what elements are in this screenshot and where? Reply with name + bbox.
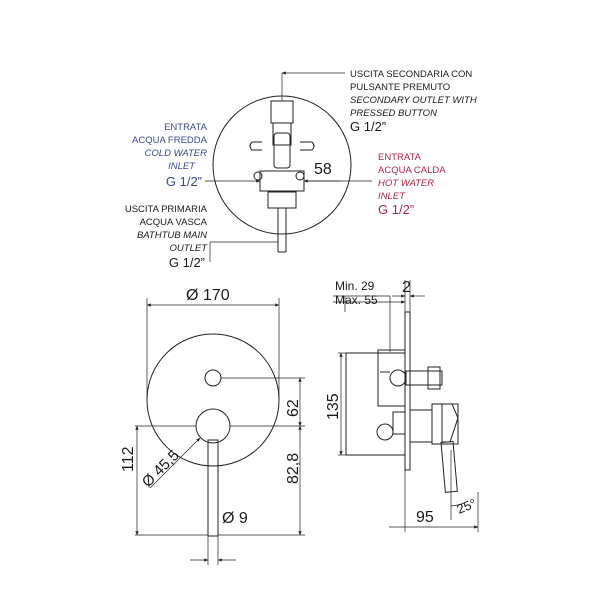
main-outlet-it-1: USCITA PRIMARIA [125, 204, 208, 215]
dim-62: 62 [285, 399, 302, 417]
leader-main-outlet [209, 241, 278, 262]
leader-secondary-outlet [281, 71, 345, 101]
dim-diameter-45-5: Ø 45,5 [139, 447, 183, 491]
dim-95: 95 [416, 509, 434, 526]
cold-inlet-en-2: INLET [168, 161, 196, 172]
valve-body-top [249, 100, 315, 253]
hot-inlet-size: G 1/2” [378, 202, 414, 217]
embedded-body [345, 349, 443, 456]
dim-diameter-170: Ø 170 [186, 287, 230, 304]
diverter-button [204, 369, 222, 387]
dim-112: 112 [120, 446, 137, 472]
handle-side [409, 403, 459, 493]
hot-inlet-it-1: ENTRATA [378, 152, 422, 163]
secondary-outlet-size: G 1/2” [350, 119, 386, 134]
main-outlet-en-1: BATHTUB MAIN [137, 230, 207, 241]
front-view: Ø 170 62 82,8 112 Ø 45,5 Ø 9 [120, 287, 305, 565]
secondary-outlet-en-1: SECONDARY OUTLET WITH [350, 95, 477, 106]
cold-inlet-it-2: ACQUA FREDDA [132, 135, 208, 146]
cold-inlet-it-1: ENTRATA [164, 122, 208, 133]
hot-inlet-it-2: ACQUA CALDA [378, 165, 446, 176]
hot-inlet-en-1: HOT WATER [378, 178, 434, 189]
dim-angle-arc [450, 502, 465, 507]
secondary-outlet-it-2: PULSANTE PREMUTO [350, 82, 450, 93]
dim-min-29: Min. 29 [335, 279, 375, 293]
front-plate [146, 333, 280, 467]
cold-inlet-en-1: COLD WATER [145, 148, 208, 159]
dim-82-8: 82,8 [285, 453, 302, 484]
dim-58: 58 [314, 161, 332, 178]
handle-lever [207, 439, 219, 537]
dim-135: 135 [325, 393, 342, 420]
dim-angle-25: 25° [455, 496, 479, 517]
cold-inlet-size: G 1/2” [166, 174, 202, 189]
dim-45-5-leader [149, 437, 201, 489]
main-outlet-it-2: ACQUA VASCA [140, 217, 208, 228]
secondary-outlet-en-2: PRESSED BUTTON [350, 108, 437, 119]
side-view: Min. 29 Max. 55 2 135 95 25° [325, 279, 479, 532]
top-view: USCITA SECONDARIA CON PULSANTE PREMUTO S… [125, 69, 477, 270]
hot-inlet-en-2: INLET [378, 191, 406, 202]
secondary-outlet-it-1: USCITA SECONDARIA CON [350, 69, 472, 80]
handle-hub [195, 408, 231, 444]
main-outlet-size: G 1/2” [169, 255, 205, 270]
main-outlet-en-2: OUTLET [170, 243, 209, 254]
dim-diameter-9: Ø 9 [222, 510, 248, 527]
dim-2: 2 [402, 279, 411, 296]
dim-max-55: Max. 55 [335, 293, 378, 307]
wall-plate [404, 311, 411, 471]
